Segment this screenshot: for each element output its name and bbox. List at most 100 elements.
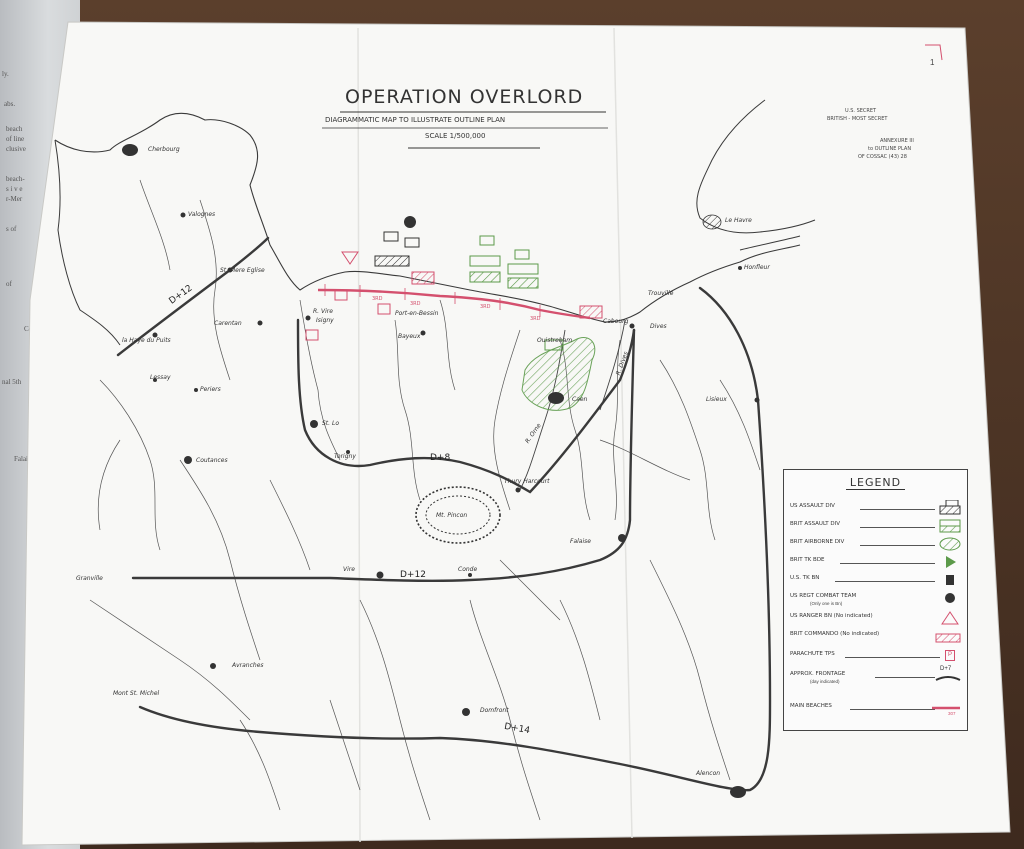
place-label: Isigny (316, 317, 334, 324)
classification-line: U.S. SECRET (845, 108, 877, 114)
legend-item: BRIT TK BDE (790, 554, 962, 572)
legend-item: BRIT ASSAULT DIV (790, 518, 962, 536)
legend-item: U.S. TK BN (790, 572, 962, 590)
commando-icon (935, 633, 961, 643)
place-label: Periers (200, 386, 221, 393)
west-coast (54, 139, 121, 346)
coastline (54, 112, 801, 323)
place-label: St. Lo (322, 420, 339, 427)
left-page-text: Falaise (14, 455, 34, 463)
legend-item: US RANGER BN (No indicated) (790, 610, 962, 628)
phase-line-d12-cotentin (116, 236, 270, 357)
place-label: Mt. Pincon (436, 512, 468, 519)
legend-item: US ASSAULT DIV (790, 500, 962, 518)
annexure-line: ANNEXURE III (880, 138, 914, 144)
legend-title: LEGEND (784, 476, 967, 490)
mt-pincon-contour (425, 495, 491, 535)
place-label: Falaise (570, 538, 591, 545)
place-label: Conde (458, 566, 478, 573)
town-markers (122, 144, 760, 798)
left-page-text: r-Mer (6, 195, 23, 203)
annexure-line: to OUTLINE PLAN (868, 146, 912, 152)
classification-line: BRITISH - MOST SECRET (827, 116, 888, 122)
left-page-text: abs. (4, 100, 16, 108)
place-label: Thury Harcourt (504, 478, 550, 485)
place-label: la Haye du Puits (122, 337, 171, 344)
unit-symbols (305, 216, 603, 351)
left-page-text: of line (6, 135, 25, 143)
place-label: R. Vire (313, 308, 333, 315)
beach-label: 3RD (530, 316, 541, 322)
map-scale: SCALE 1/500,000 (425, 132, 486, 140)
place-label: Domfront (480, 707, 509, 714)
place-label: Honfleur (744, 264, 770, 271)
left-page-text: nal 5th (2, 378, 22, 386)
legend-item: US REGT COMBAT TEAM (Only one is Bn) (790, 590, 962, 608)
place-label: St. Mere Eglise (220, 267, 265, 274)
beach-label: 3RD (410, 301, 421, 307)
us-tank-bn-icon (946, 575, 954, 585)
airborne-div-icon (939, 537, 961, 551)
brit-tank-bde-icon (946, 556, 956, 568)
place-label: Granville (76, 575, 103, 582)
place-label: Bayeux (398, 333, 421, 340)
place-label: Valognes (188, 211, 216, 218)
legend-item: APPROX. FRONTAGE (day indicated) D+7 (790, 666, 962, 686)
regt-combat-team-icon (945, 593, 955, 603)
left-page-text: s i v e (6, 185, 23, 193)
place-label: Lisieux (706, 396, 727, 403)
left-page-text: ly. (2, 70, 9, 78)
corner-mark (925, 44, 943, 61)
main-beaches-icon (932, 706, 960, 710)
legend-item: MAIN BEACHES 307 (790, 700, 962, 718)
frontage-line-icon (935, 676, 961, 681)
place-label: Trouville (648, 290, 674, 297)
legend-box: LEGEND US ASSAULT DIV BRIT ASSAULT DIV B… (783, 469, 968, 731)
left-page-text: of (6, 280, 12, 288)
beach-ticks (324, 284, 541, 317)
beach-label: 3RD (480, 304, 491, 310)
brit-assault-div-icon (939, 519, 961, 533)
left-page-text: beach (6, 125, 23, 133)
paper-sheet (21, 21, 1011, 846)
place-label: Torigny (334, 453, 356, 460)
phase-line-d12 (131, 328, 636, 583)
north-shore (696, 99, 816, 234)
place-label: Caen (572, 396, 588, 403)
parachute-icon: P (945, 650, 955, 661)
frontage-marker: D+7 (940, 666, 952, 672)
beach-label: 3RD (372, 296, 383, 302)
main-beaches-line (317, 288, 591, 320)
beach-marker: 307 (948, 711, 956, 716)
map-subtitle: DIAGRAMMATIC MAP TO ILLUSTRATE OUTLINE P… (325, 116, 506, 124)
place-label: Port-en-Bessin (395, 310, 439, 317)
left-page-text: clusive (6, 145, 26, 153)
mt-pincon-contour (415, 486, 501, 544)
place-label: Cherbourg (148, 146, 180, 153)
legend-item: BRIT AIRBORNE DIV (790, 536, 962, 554)
left-page-text: beach- (6, 175, 25, 183)
airborne-drop-zone (521, 337, 596, 411)
legend-item: BRIT COMMANDO (No indicated) (790, 628, 962, 646)
phase-line-d14 (138, 286, 772, 792)
place-label: Dives (650, 323, 667, 330)
annexure-line: OF COSSAC (43) 28 (858, 154, 907, 160)
phase-lines (116, 236, 772, 792)
map-title: OPERATION OVERLORD (345, 86, 584, 108)
fold-line (357, 27, 361, 843)
left-page-text: s of (6, 225, 17, 233)
place-label: Le Havre (725, 217, 752, 224)
phase-label: D+8 (430, 453, 451, 463)
place-label: Mont St. Michel (113, 690, 160, 697)
place-label: Coutances (196, 457, 228, 464)
place-label: Avranches (232, 662, 264, 669)
place-label: Vire (343, 566, 355, 573)
phase-line-d8 (296, 318, 636, 494)
place-label: Cabourg (603, 318, 629, 325)
place-label: Alencon (696, 770, 721, 777)
us-assault-div-icon (939, 500, 961, 515)
place-label: Lessay (150, 374, 171, 381)
page-number: 1 (930, 58, 935, 67)
